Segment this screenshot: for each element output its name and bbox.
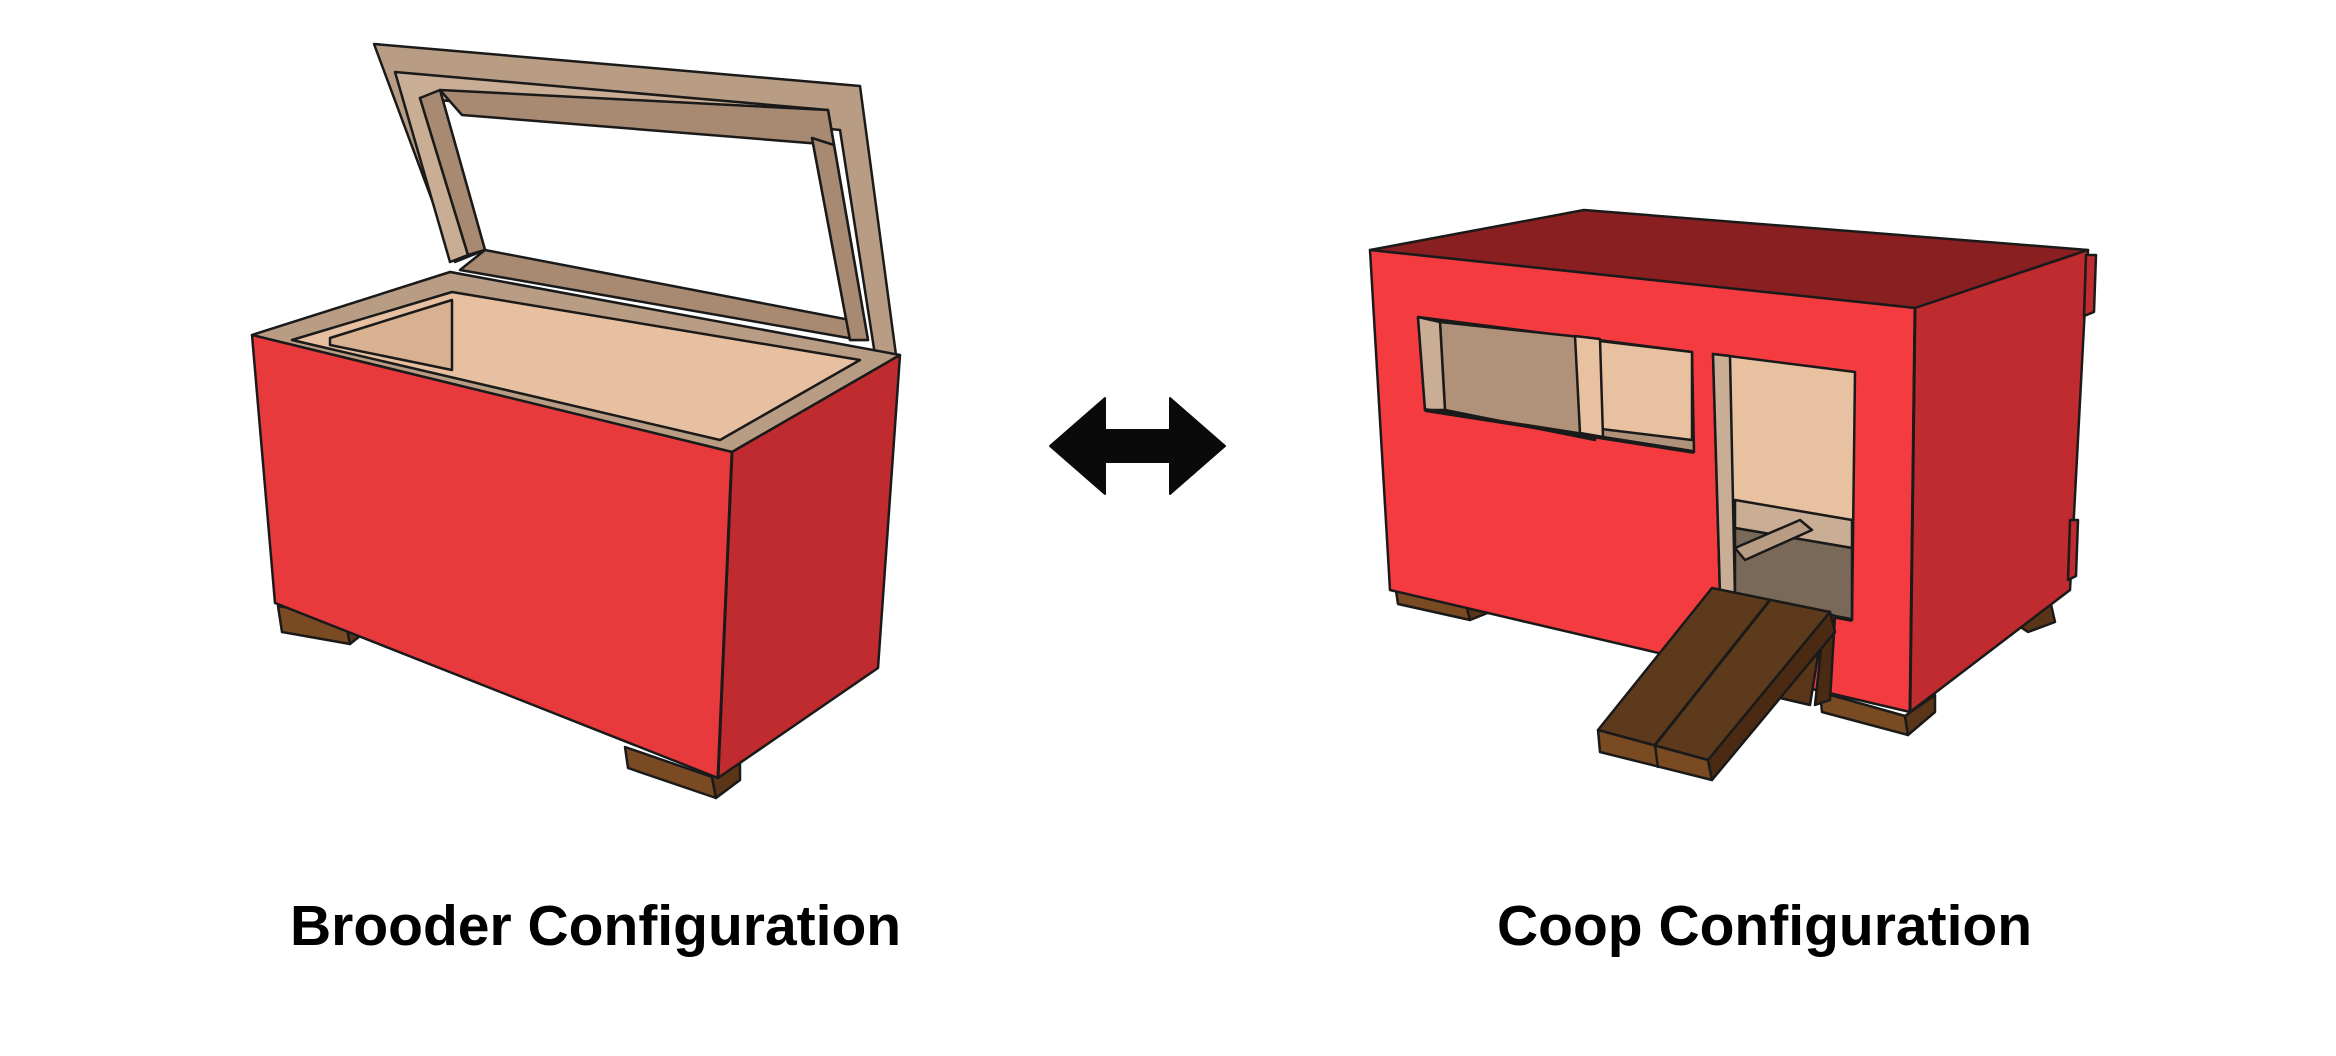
coop-window xyxy=(1416,315,1696,454)
brooder-lid xyxy=(372,42,898,357)
coop-illustration xyxy=(1368,208,2098,782)
brooder-rim xyxy=(250,270,902,454)
coop-side-wall xyxy=(1908,248,2090,714)
brooder-caption: Brooder Configuration xyxy=(290,894,902,958)
double-arrow-icon xyxy=(1049,397,1226,495)
coop-caption: Coop Configuration xyxy=(1497,894,2033,958)
coop-doorway xyxy=(1711,352,1857,622)
brooder-box-illustration xyxy=(250,42,902,800)
coop-ramp xyxy=(1596,586,1837,782)
